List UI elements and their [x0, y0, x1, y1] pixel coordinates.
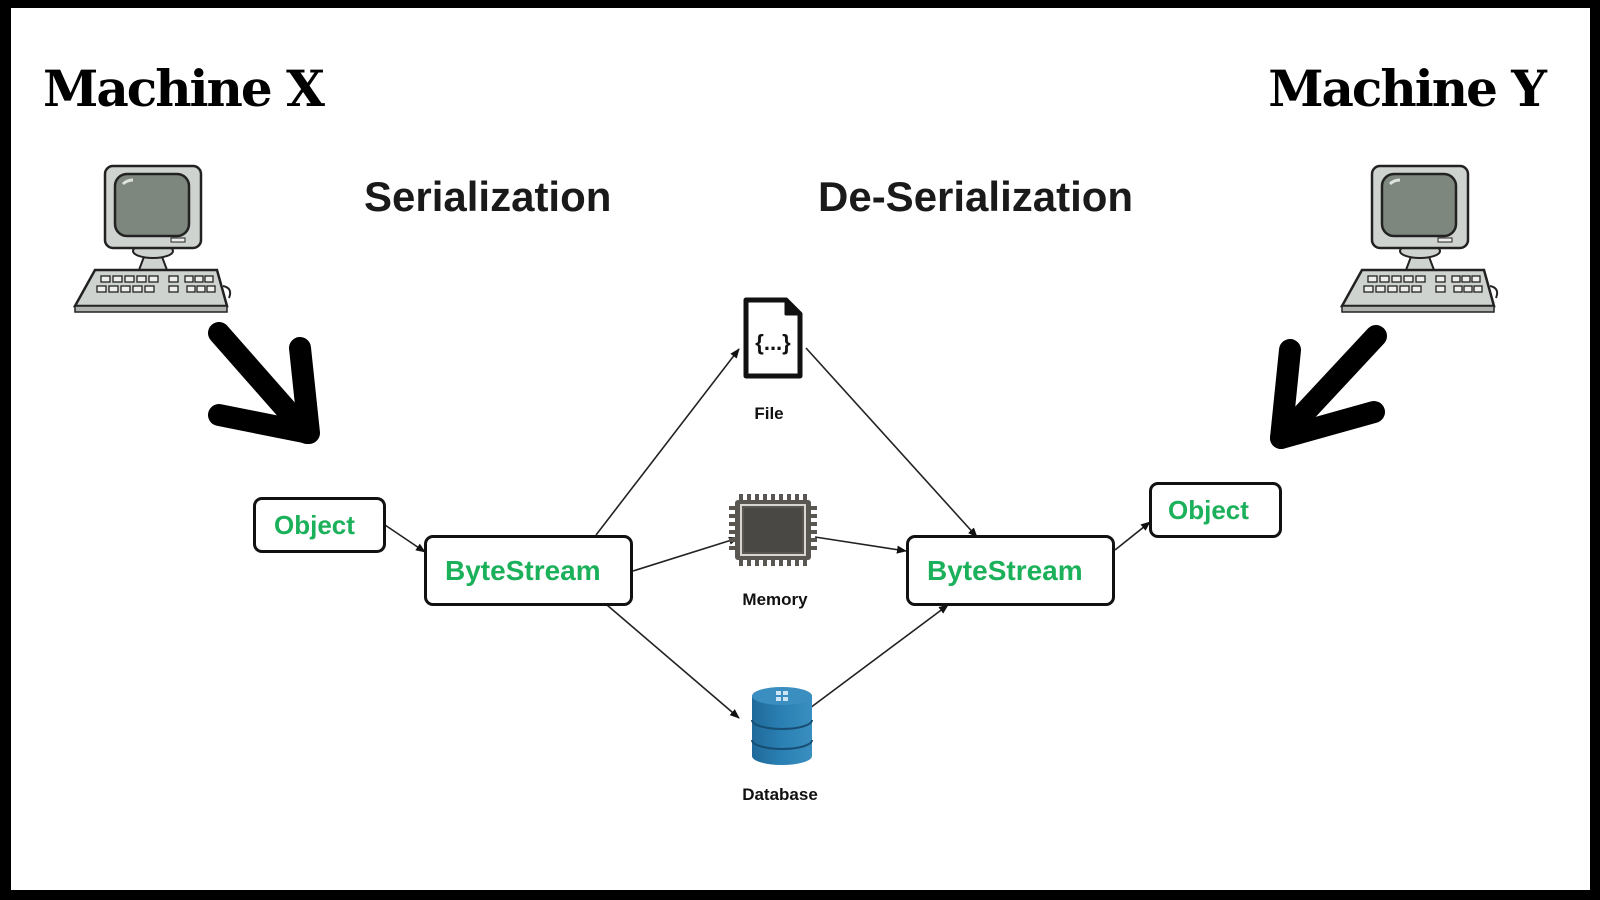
diagram-canvas: {...}: [11, 8, 1590, 890]
json-file-icon: {...}: [743, 297, 803, 379]
connector-file-to-bytestream: [805, 347, 978, 538]
machine-y-title: Machine Y: [1268, 59, 1547, 118]
connector-database-to-bytestream: [805, 604, 949, 712]
big-arrow-right-icon: [1270, 325, 1387, 449]
file-label: File: [754, 404, 784, 423]
memory-chip-icon: [729, 494, 817, 566]
connector-bytestream-to-memory: [632, 536, 739, 572]
connector-bytestream-to-object: [1114, 521, 1151, 551]
object-source-label: Object: [274, 509, 355, 540]
connector-bytestream-to-file: [595, 348, 740, 536]
object-destination-label: Object: [1168, 494, 1249, 525]
memory-label: Memory: [742, 590, 808, 609]
computer-icon: [1339, 164, 1499, 313]
machine-x-title: Machine X: [43, 59, 325, 118]
object-destination-node: Object: [1149, 482, 1282, 538]
object-source-node: Object: [253, 497, 386, 553]
bytestream-source-label: ByteStream: [445, 554, 601, 586]
database-label: Database: [742, 785, 818, 804]
svg-text:{...}: {...}: [755, 330, 791, 355]
serialization-heading: Serialization: [364, 173, 612, 220]
computer-icon: [72, 164, 232, 313]
deserialization-heading: De-Serialization: [818, 173, 1134, 220]
connectors-layer: {...}: [72, 164, 1499, 765]
connector-object-to-bytestream: [384, 524, 426, 553]
big-arrow-left-icon: [208, 322, 320, 444]
bytestream-source-node: ByteStream: [424, 535, 633, 606]
bytestream-destination-node: ByteStream: [906, 535, 1115, 606]
connector-memory-to-bytestream: [814, 536, 907, 554]
connector-bytestream-to-database: [606, 604, 740, 719]
bytestream-destination-label: ByteStream: [927, 554, 1083, 586]
database-icon: [751, 687, 813, 765]
